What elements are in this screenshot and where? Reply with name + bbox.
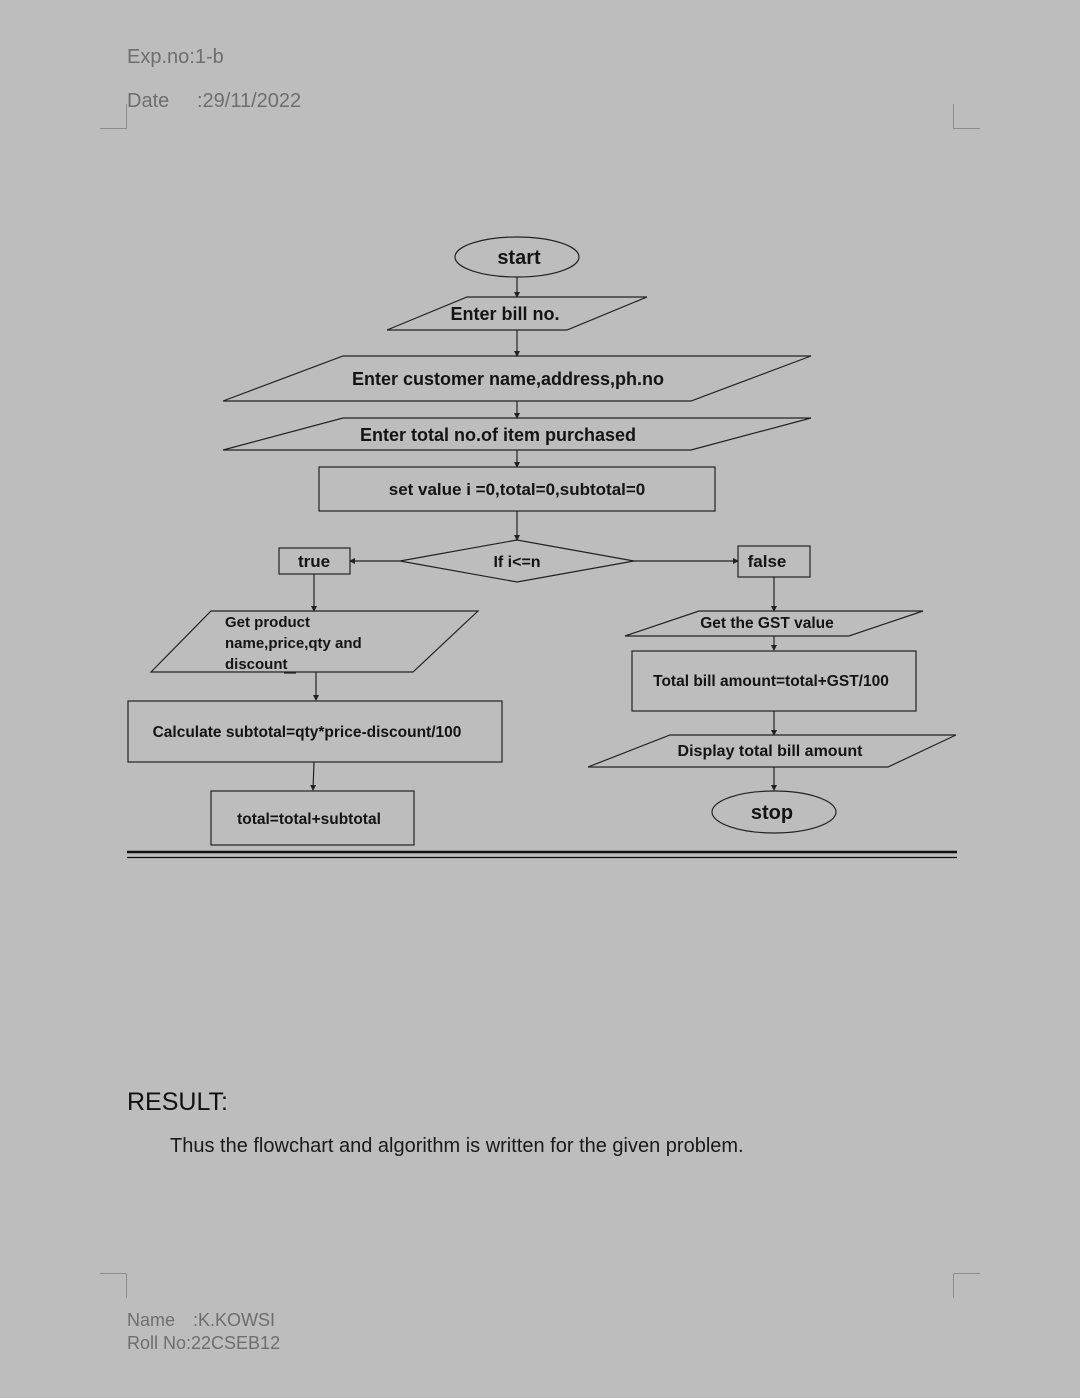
enter-items-input xyxy=(222,417,812,451)
enter-bill-input xyxy=(386,296,648,331)
get-product-line-2: name,price,qty and xyxy=(225,635,362,652)
corner-mark-bottom-left xyxy=(100,1273,127,1298)
total-update-text: total=total+subtotal xyxy=(237,811,381,828)
flowchart: start Enter bill no. Enter customer name… xyxy=(127,236,957,859)
true-box xyxy=(278,547,351,575)
arrow-calc-to-total xyxy=(310,761,317,791)
enter-items-text: Enter total no.of item purchased xyxy=(360,425,636,445)
display-total-text: Display total bill amount xyxy=(678,743,864,760)
total-update-process xyxy=(210,790,415,846)
set-values-text: set value i =0,total=0,subtotal=0 xyxy=(389,480,646,499)
name-value: :K.KOWSI xyxy=(193,1310,276,1330)
date-label: Date xyxy=(127,90,170,112)
corner-mark-top-right xyxy=(953,104,980,129)
stop-text: stop xyxy=(751,802,793,824)
corner-mark-top-left xyxy=(100,104,127,129)
get-gst-text: Get the GST value xyxy=(700,615,834,632)
roll-number: Roll No:22CSEB12 xyxy=(127,1333,281,1353)
condition-decision xyxy=(399,539,635,583)
date-value: :29/11/2022 xyxy=(197,90,302,112)
false-text: false xyxy=(748,552,787,571)
name-label: Name xyxy=(127,1310,176,1330)
true-text: true xyxy=(298,552,330,571)
total-bill-text: Total bill amount=total+GST/100 xyxy=(653,673,889,690)
start-terminal xyxy=(454,236,580,278)
enter-customer-input xyxy=(222,355,812,402)
condition-text: If i<=n xyxy=(493,554,540,571)
result-text: Thus the flowchart and algorithm is writ… xyxy=(170,1135,744,1157)
get-product-line-1: Get product xyxy=(225,614,310,631)
corner-mark-bottom-right xyxy=(953,1273,980,1298)
start-text: start xyxy=(497,247,541,269)
calc-subtotal-process xyxy=(127,700,503,763)
get-product-line-3: discount xyxy=(225,656,288,673)
stop-terminal xyxy=(711,790,837,834)
get-product-input xyxy=(149,610,480,673)
false-box xyxy=(737,545,811,578)
enter-customer-text: Enter customer name,address,ph.no xyxy=(352,369,664,389)
get-gst-input xyxy=(624,610,924,637)
display-total-output xyxy=(587,734,957,768)
date-line: Date :29/11/2022 xyxy=(127,90,301,113)
name-line: Name :K.KOWSI xyxy=(127,1310,275,1331)
total-bill-process xyxy=(631,650,917,712)
enter-bill-text: Enter bill no. xyxy=(450,304,559,324)
result-heading: RESULT: xyxy=(127,1088,228,1116)
calc-subtotal-text: Calculate subtotal=qty*price-discount/10… xyxy=(153,724,462,741)
experiment-number: Exp.no:1-b xyxy=(127,46,224,68)
set-values-process xyxy=(318,466,716,512)
